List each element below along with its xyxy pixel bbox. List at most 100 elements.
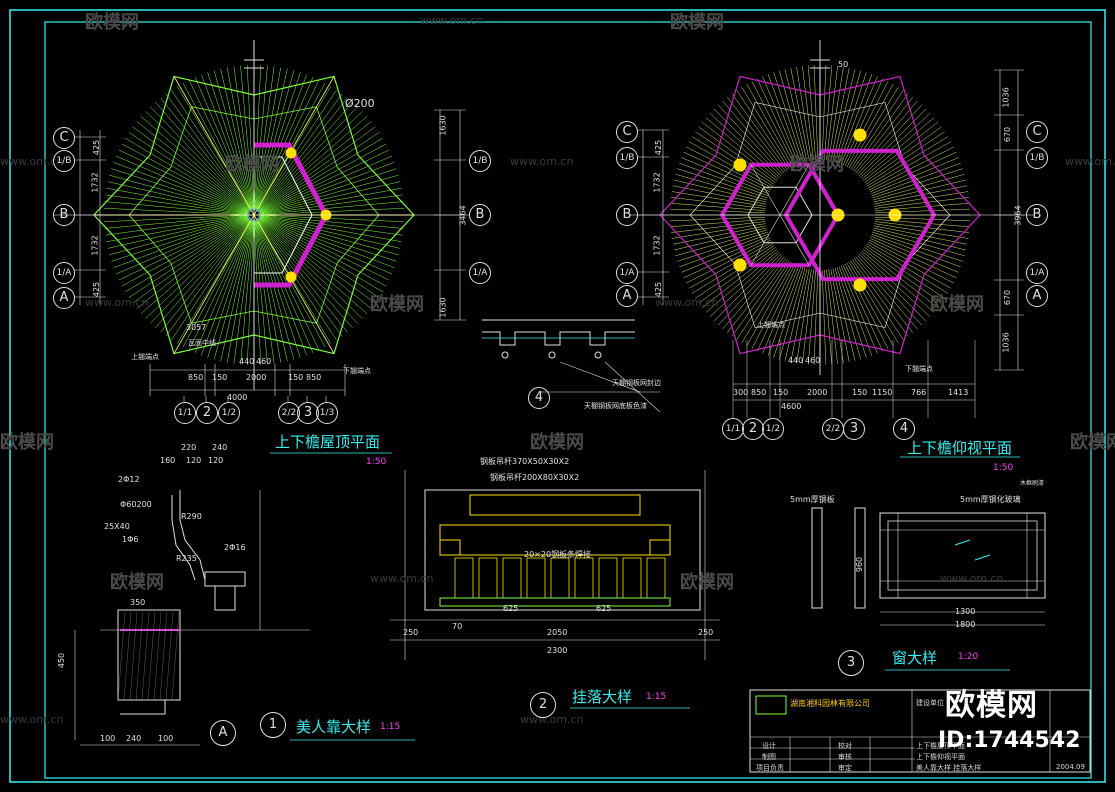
roof-rafter — [115, 216, 250, 275]
axis-marker-1b: 1/B — [1026, 147, 1048, 169]
hatch — [117, 611, 126, 701]
roof-rafter — [128, 217, 250, 298]
roof-rafter — [207, 72, 253, 211]
ceiling-rafter — [832, 268, 856, 361]
section-number-4: 4 — [528, 387, 550, 409]
ceiling-rib — [779, 214, 810, 266]
roof-rafter — [255, 219, 301, 358]
ceiling-rafter — [826, 269, 838, 364]
bench-dim: 240 — [126, 734, 142, 743]
column-node — [853, 278, 867, 292]
bench-dim: 100 — [158, 734, 174, 743]
watermark-site: www.om.cn — [655, 296, 719, 309]
hanging-lattice — [454, 557, 474, 599]
window-detail-scale: 1:20 — [958, 652, 979, 662]
roof-dim: 1732 — [90, 235, 100, 256]
glass-mark — [954, 539, 971, 546]
ceiling-rafter — [848, 261, 899, 344]
roof-rafter — [257, 218, 363, 319]
roof-rafter — [256, 89, 337, 211]
ceiling-rafter — [850, 260, 904, 340]
ceiling-rafter — [751, 81, 796, 167]
roof-dim: 850 — [306, 373, 322, 382]
axis-marker-2: 2 — [742, 418, 764, 440]
ceiling-rafter — [874, 191, 969, 207]
ceiling-rafter — [855, 100, 918, 174]
bench-label: Φ60200 — [120, 500, 152, 509]
ceiling-rafter — [790, 67, 810, 162]
bench-dim: 100 — [100, 734, 116, 743]
ceiling-rafter — [824, 65, 833, 161]
ceiling-rafter — [670, 202, 766, 211]
roof-rafter — [258, 187, 402, 215]
bench-support — [214, 585, 236, 611]
roof-rafter — [132, 126, 251, 213]
axis-marker-1b: 1/B — [469, 150, 491, 172]
bench-dim: 160 — [160, 456, 176, 465]
brand-logo-text: 欧模网 — [945, 688, 1038, 723]
ceiling-dim: 1413 — [948, 388, 969, 397]
hanging-dim: 625 — [503, 604, 519, 613]
detail-number-1: 1 — [260, 712, 286, 738]
roof-rafter — [255, 72, 301, 211]
roof-rafter — [188, 79, 253, 211]
glass-mark — [974, 554, 991, 561]
roof-rafter — [113, 162, 250, 214]
roof-rafter — [257, 218, 368, 314]
ceiling-rafter — [762, 265, 800, 354]
ceiling-dim: 440 — [788, 356, 804, 365]
axis-marker-1-1: 1/1 — [174, 402, 196, 424]
ceiling-total-dimension: 4600 — [781, 402, 802, 411]
ceiling-rafter — [677, 168, 768, 199]
ceiling-rafter — [679, 233, 769, 268]
axis-marker-1-2: 1/2 — [218, 402, 240, 424]
roof-rafter — [233, 219, 254, 364]
ceiling-dim: 300 — [733, 388, 749, 397]
roof-rafter — [258, 215, 402, 243]
roof-label: 上翘端点 — [131, 353, 159, 361]
roof-rafter — [121, 217, 250, 287]
column-node — [285, 271, 297, 283]
ceiling-dim: 766 — [911, 388, 927, 397]
roof-rafter — [121, 143, 250, 213]
axis-marker-c: C — [1026, 121, 1048, 143]
roof-dim: 3464 — [458, 205, 468, 226]
roof-rafter — [258, 216, 393, 275]
roof-rafter — [226, 219, 254, 363]
hanging-lattice — [598, 557, 618, 599]
roof-dim: 440 — [239, 357, 255, 366]
roof-rafter — [258, 217, 383, 293]
roof-rafter — [125, 137, 250, 213]
watermark-site: www.om.cn — [1065, 155, 1115, 168]
column-diameter: Ø200 — [345, 97, 375, 110]
axis-marker-1-1: 1/1 — [722, 418, 744, 440]
roof-rafter — [257, 111, 363, 212]
ceiling-rafter — [868, 239, 954, 284]
roof-rafter — [258, 216, 399, 256]
ceiling-rafter — [867, 241, 951, 289]
roof-rafter — [109, 216, 250, 256]
roof-rafter — [140, 218, 251, 314]
ceiling-dim: 3964 — [1013, 205, 1023, 226]
section4-label: 天棚钢板网封边 — [612, 379, 661, 387]
roof-rafter — [171, 219, 252, 341]
ceiling-rafter — [784, 268, 808, 361]
ceiling-rafter — [828, 66, 844, 161]
ceiling-rafter — [861, 250, 935, 313]
roof-rafter — [201, 74, 253, 211]
watermark-brand: 欧模网 — [930, 294, 984, 315]
window-dim: 960 — [855, 556, 865, 573]
ceiling-rafter — [736, 90, 790, 170]
column-node — [733, 158, 747, 172]
ceiling-rafter — [691, 136, 774, 187]
ceiling-rafter — [828, 269, 844, 364]
window-frame — [879, 512, 1046, 599]
roof-rafter — [258, 208, 404, 216]
roof-rafter — [254, 219, 268, 365]
ceiling-rafter — [867, 141, 951, 189]
roof-rafter — [107, 181, 250, 215]
ceiling-rafter — [677, 231, 768, 262]
ceiling-rafter — [836, 72, 867, 163]
ceiling-rafter — [871, 162, 961, 197]
section4-profile — [482, 331, 635, 346]
